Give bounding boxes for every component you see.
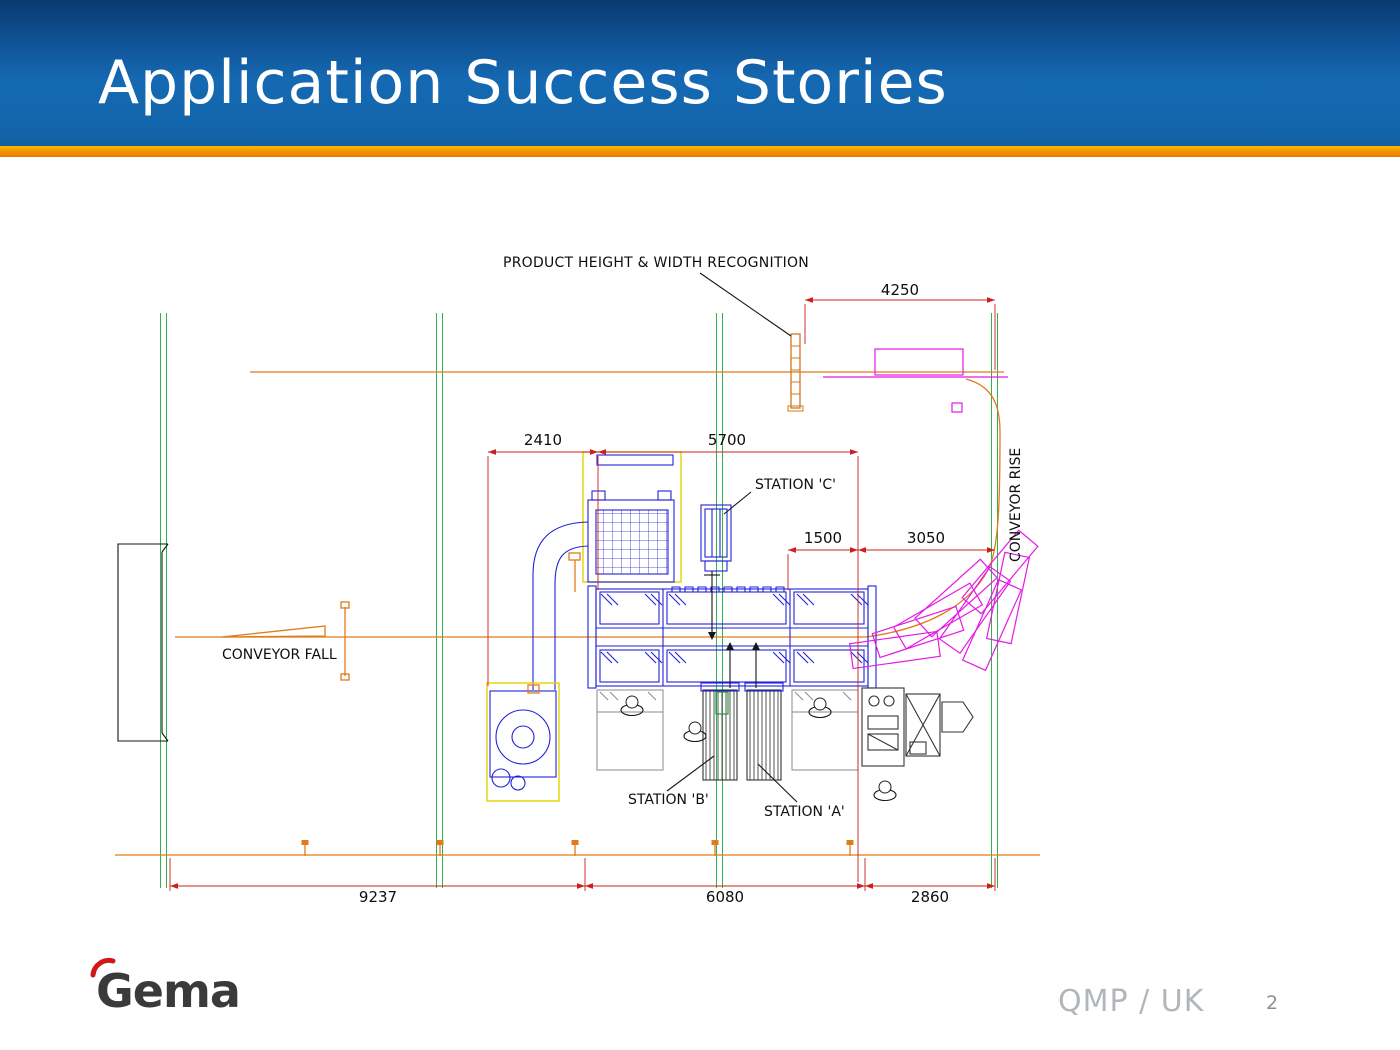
label-product-recognition: PRODUCT HEIGHT & WIDTH RECOGNITION — [503, 255, 809, 271]
dim-bay-left: 9237 — [359, 888, 397, 906]
product-blanks — [823, 348, 1039, 672]
extraction-duct — [532, 521, 589, 690]
control-cabinets — [861, 687, 974, 767]
dim-bay-right: 2860 — [911, 888, 949, 906]
dimension-lines — [169, 297, 996, 891]
conveyor-lines — [115, 371, 1040, 856]
label-station-c: STATION 'C' — [755, 477, 836, 493]
station-a-b-units — [700, 642, 784, 781]
accent-bar — [0, 146, 1400, 157]
label-station-a: STATION 'A' — [764, 804, 845, 820]
left-wall — [117, 543, 169, 742]
dim-booth-length: 5700 — [708, 431, 746, 449]
dim-rise-length: 3050 — [907, 529, 945, 547]
leader-lines — [666, 491, 798, 803]
station-c-unit — [700, 504, 732, 640]
page-title: Application Success Stories — [98, 48, 948, 118]
operator-figures — [620, 695, 897, 802]
grid-lines — [160, 313, 998, 888]
after-filter-unit — [582, 451, 682, 583]
slide-header: Application Success Stories — [0, 0, 1400, 146]
dim-bay-center: 6080 — [706, 888, 744, 906]
diagram-labels: PRODUCT HEIGHT & WIDTH RECOGNITION 4250 … — [222, 255, 1024, 906]
label-conveyor-fall: CONVEYOR FALL — [222, 647, 337, 663]
cyclone-unit — [486, 682, 560, 802]
dim-top-width: 4250 — [881, 281, 919, 299]
dim-station-gap: 1500 — [804, 529, 842, 547]
label-conveyor-rise: CONVEYOR RISE — [1008, 448, 1024, 562]
dim-booth-feed: 2410 — [524, 431, 562, 449]
recognition-sensor — [699, 272, 804, 412]
label-station-b: STATION 'B' — [628, 792, 709, 808]
